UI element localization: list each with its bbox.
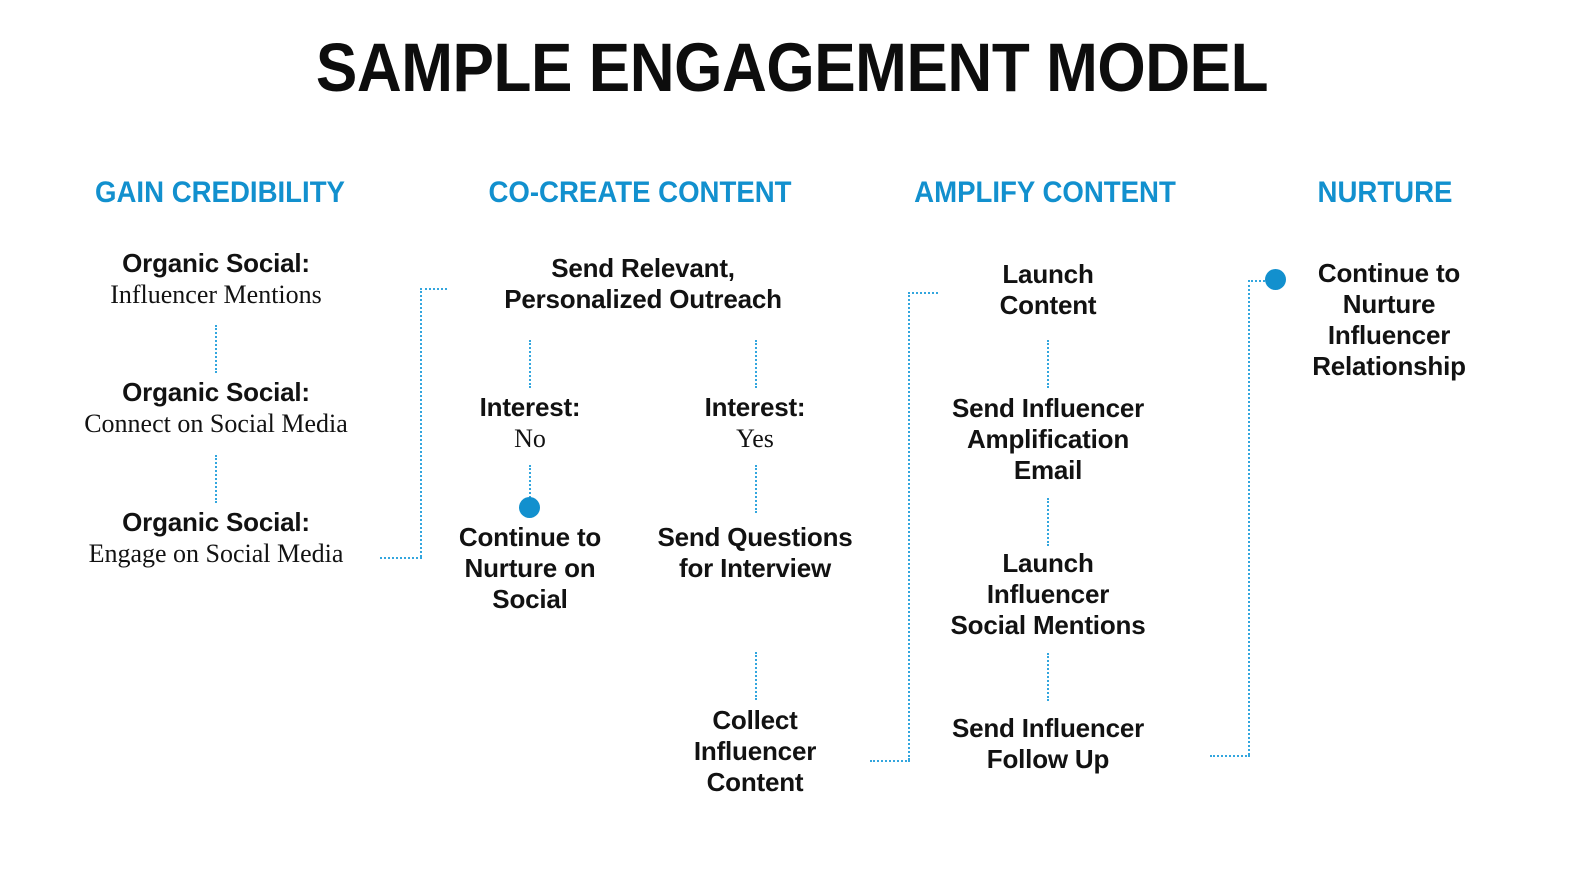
column-header-nurture: NURTURE (1317, 176, 1453, 209)
node-collect-content: Collect Influencer Content (625, 705, 885, 798)
node-interest-no-title: Interest: (479, 392, 581, 422)
bracket-bottom-stub (870, 760, 910, 762)
node-send-questions: Send Questions for Interview (625, 522, 885, 584)
connector-mentions-to-follow-up (1047, 653, 1049, 701)
endpoint-dot-nurture-social (519, 497, 540, 518)
node-gain-3-title: Organic Social: (122, 507, 310, 537)
column-header-amplify-content: AMPLIFY CONTENT (914, 176, 1176, 209)
node-interest-yes: Interest: Yes (625, 392, 885, 454)
bracket-top-stub (1248, 280, 1268, 282)
node-gain-3-sub: Engage on Social Media (88, 539, 344, 568)
node-send-follow-up: Send Influencer Follow Up (918, 713, 1178, 775)
node-nurture-on-social-title: Continue to Nurture on Social (458, 522, 602, 614)
node-gain-2-title: Organic Social: (122, 377, 310, 407)
node-launch-content-title: Launch Content (999, 259, 1097, 320)
connector-gain-2-to-3 (215, 455, 217, 503)
connector-interest-no-to-nurture-social (529, 465, 531, 498)
connector-outreach-to-interest-no (529, 340, 531, 388)
node-interest-no-sub: No (514, 424, 546, 453)
node-collect-content-title: Collect Influencer Content (693, 705, 817, 797)
node-nurture-relationship: Continue to Nurture Influencer Relations… (1258, 258, 1520, 382)
node-launch-content: Launch Content (918, 259, 1178, 321)
node-nurture-relationship-title: Continue to Nurture Influencer Relations… (1312, 258, 1466, 381)
node-cocreate-outreach: Send Relevant, Personalized Outreach (452, 253, 834, 315)
node-gain-2: Organic Social: Connect on Social Media (36, 377, 396, 439)
node-send-follow-up-title: Send Influencer Follow Up (951, 713, 1145, 774)
node-interest-no: Interest: No (400, 392, 660, 454)
connector-email-to-social-mentions (1047, 498, 1049, 546)
page-title: SAMPLE ENGAGEMENT MODEL (315, 29, 1269, 106)
connector-outreach-to-interest-yes (755, 340, 757, 388)
node-gain-1-title: Organic Social: (122, 248, 310, 278)
bracket-top-stub (420, 288, 447, 290)
node-gain-1-sub: Influencer Mentions (110, 280, 322, 309)
node-gain-2-sub: Connect on Social Media (84, 409, 348, 438)
node-interest-yes-sub: Yes (736, 424, 774, 453)
bracket-vertical (420, 288, 422, 557)
node-gain-3: Organic Social: Engage on Social Media (36, 507, 396, 569)
node-interest-yes-title: Interest: (704, 392, 806, 422)
column-header-co-create-content: CO-CREATE CONTENT (488, 176, 792, 209)
bracket-top-stub (908, 292, 938, 294)
node-send-questions-title: Send Questions for Interview (657, 522, 853, 583)
node-gain-1: Organic Social: Influencer Mentions (36, 248, 396, 310)
connector-questions-to-collect (755, 652, 757, 700)
connector-gain-1-to-2 (215, 325, 217, 373)
endpoint-dot-nurture-relationship (1265, 269, 1286, 290)
bracket-bottom-stub (380, 557, 422, 559)
node-launch-social-mentions-title: Launch Influencer Social Mentions (950, 548, 1146, 640)
node-amplification-email: Send Influencer Amplification Email (918, 393, 1178, 486)
node-cocreate-outreach-title: Send Relevant, Personalized Outreach (504, 253, 782, 314)
connector-launch-to-amplification-email (1047, 340, 1049, 388)
node-nurture-on-social: Continue to Nurture on Social (400, 522, 660, 615)
bracket-vertical (908, 292, 910, 760)
node-amplification-email-title: Send Influencer Amplification Email (951, 393, 1145, 485)
bracket-bottom-stub (1210, 755, 1250, 757)
column-header-gain-credibility: GAIN CREDIBILITY (95, 176, 345, 209)
bracket-vertical (1248, 280, 1250, 755)
connector-interest-yes-to-questions (755, 465, 757, 513)
node-launch-social-mentions: Launch Influencer Social Mentions (918, 548, 1178, 641)
